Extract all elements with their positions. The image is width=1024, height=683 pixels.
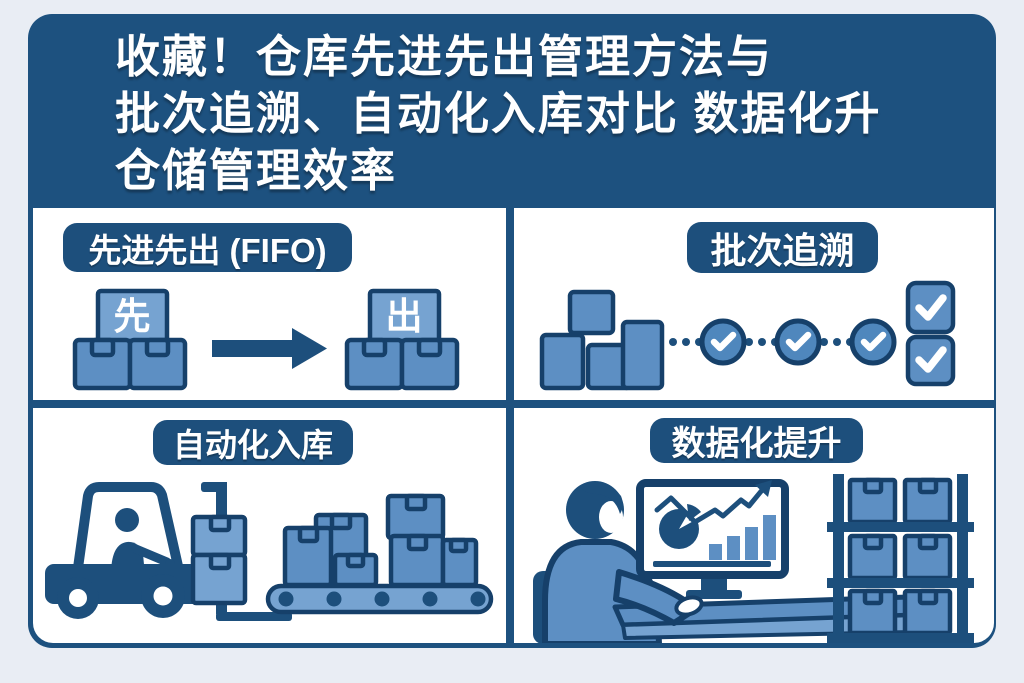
forklift-icon [45,482,292,621]
checkbox-icon [905,334,956,387]
batch-badge-label: 批次追溯 [710,229,855,271]
title-line-2: 批次追溯、自动化入库对比 数据化升 [115,88,882,139]
fifo-badge-label: 先进先出 (FIFO) [88,231,327,269]
check-circle-icon [774,318,822,366]
title-line-3: 仓储管理效率 [115,145,398,196]
fifo-illustration: 先 出 [72,288,460,391]
checkbox-icon [905,280,956,335]
data-improvement-illustration [533,474,974,643]
auto-badge-label: 自动化入库 [172,426,333,463]
batch-badge: 批次追溯 [687,222,878,273]
data-badge: 数据化提升 [650,418,863,463]
box-out-label: 出 [386,296,423,337]
panel-automated-inbound: 自动化入库 [33,408,506,643]
title-line-1: 收藏！仓库先进先出管理方法与 [115,31,774,82]
automated-inbound-illustration [45,482,494,621]
box-stack-out-icon: 出 [344,288,460,391]
panel-batch-trace: 批次追溯 [514,208,994,400]
check-circle-icon [699,318,747,366]
batch-trace-illustration [539,280,956,391]
data-badge-label: 数据化提升 [671,425,842,463]
storage-rack-icon [827,474,974,643]
quadrant-grid: 先进先出 (FIFO) 先 [33,208,994,643]
dotted-line [669,338,854,346]
bar-chart-icon [709,515,776,560]
panel-data-improvement: 数据化提升 [514,408,994,643]
check-circle-icon [849,318,897,366]
box-stack-first-icon: 先 [72,288,188,391]
box-first-label: 先 [114,296,151,337]
fifo-badge: 先进先出 (FIFO) [63,223,352,272]
panel-fifo: 先进先出 (FIFO) 先 [33,208,506,400]
auto-badge: 自动化入库 [153,420,353,465]
monitor-icon [636,479,789,599]
trend-line-icon [654,480,772,525]
infographic-card: 收藏！仓库先进先出管理方法与 批次追溯、自动化入库对比 数据化升 仓储管理效率 … [28,14,996,648]
crate-cluster-icon [539,289,665,391]
page-title: 收藏！仓库先进先出管理方法与 批次追溯、自动化入库对比 数据化升 仓储管理效率 [115,28,975,199]
conveyor-belt-icon [265,493,494,615]
arrow-right-icon [212,328,327,369]
arm [613,569,704,626]
